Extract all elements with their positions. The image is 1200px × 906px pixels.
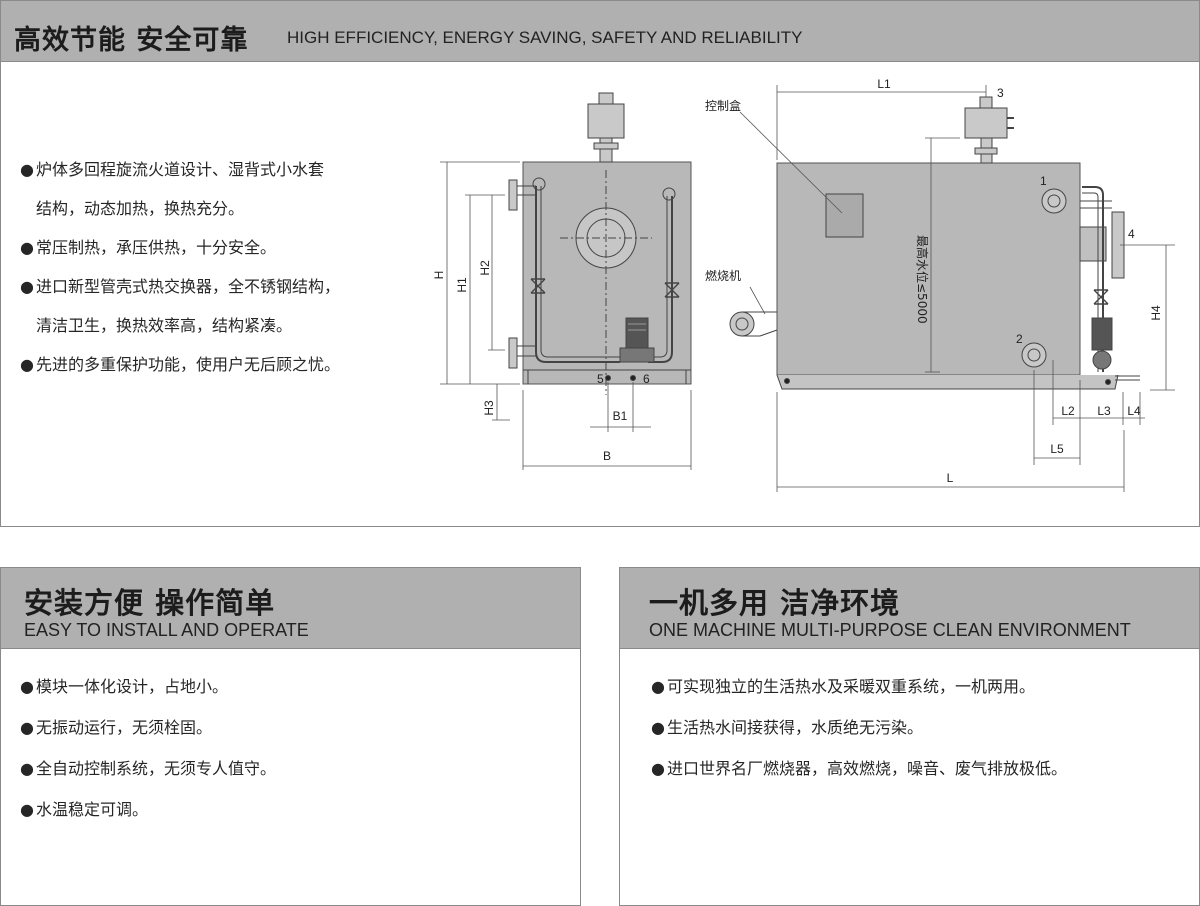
dim-label-B1: B1	[613, 409, 628, 423]
section-2-title-zh: 安装方便 操作简单	[24, 586, 276, 620]
port-6-label: 6	[643, 372, 650, 386]
side-pump	[1091, 317, 1113, 351]
bullet-dot-icon: ●	[20, 800, 34, 819]
bullet-dot-icon: ●	[20, 160, 34, 179]
dim-label-H3: H3	[482, 400, 496, 416]
boiler-technical-drawing: H H1 H2 H3 B B1 5 6	[432, 77, 1175, 492]
dim-label-H2: H2	[478, 260, 492, 276]
side-valve-icon	[1093, 289, 1109, 305]
left-flange-bottom	[508, 337, 518, 369]
bullet-dot-icon: ●	[20, 677, 34, 696]
bullet-dot-icon: ●	[20, 238, 34, 257]
dim-label-B: B	[603, 449, 611, 463]
side-port-1	[1041, 188, 1067, 214]
skid-bolt-right	[1105, 379, 1111, 385]
list-item: ●可实现独立的生活热水及采暖双重系统，一机两用。	[651, 666, 1191, 707]
port-4-label: 4	[1128, 227, 1135, 241]
section-1-title-en: HIGH EFFICIENCY, ENERGY SAVING, SAFETY A…	[287, 28, 803, 47]
control-box	[825, 193, 864, 238]
list-item: ●常压制热，承压供热，十分安全。	[20, 228, 410, 267]
side-view-dimensions	[776, 85, 1175, 492]
bullet-dot-icon: ●	[651, 677, 665, 696]
section-1-title-zh: 高效节能 安全可靠	[14, 25, 249, 56]
left-flange-top	[508, 179, 518, 211]
left-pipe-elbow	[532, 177, 546, 191]
list-item: ●炉体多回程旋流火道设计、湿背式小水套	[20, 150, 410, 189]
list-item: ●无振动运行，无须栓固。	[20, 707, 560, 748]
list-item: ●进口世界名厂燃烧器，高效燃烧，噪音、废气排放极低。	[651, 748, 1191, 789]
control-box-label: 控制盒	[705, 98, 741, 113]
dim-label-H1: H1	[455, 277, 469, 293]
exchanger-pipe	[1082, 186, 1104, 372]
section-1-header	[1, 1, 1199, 62]
dim-label-H: H	[432, 271, 446, 280]
max-water-level-label: 最高水位≤5000	[915, 235, 930, 324]
bullet-dot-icon: ●	[20, 355, 34, 374]
bullet-dot-icon: ●	[20, 277, 34, 296]
right-pipe-inner	[648, 196, 668, 358]
skid-bolt-left	[784, 378, 790, 384]
list-item: ●先进的多重保护功能，使用户无后顾之忧。	[20, 345, 410, 384]
pump-motor	[625, 317, 649, 349]
boiler-side-view	[729, 96, 1140, 390]
right-pipe-elbow	[662, 187, 676, 201]
dim-label-L3: L3	[1097, 404, 1111, 418]
bullet-dot-icon: ●	[651, 759, 665, 778]
top-box-3	[964, 107, 1008, 139]
port-6-dot	[630, 375, 636, 381]
list-item: ●水温稳定可调。	[20, 789, 560, 830]
bullet-dot-icon: ●	[651, 718, 665, 737]
port-2-label: 2	[1016, 332, 1023, 346]
port-3-label: 3	[997, 86, 1004, 100]
top-stem	[599, 137, 613, 163]
side-port-2	[1021, 342, 1047, 368]
dim-label-L2: L2	[1061, 404, 1075, 418]
right-pipe	[648, 196, 673, 363]
section-2-bullets: ●模块一体化设计，占地小。 ●无振动运行，无须栓固。 ●全自动控制系统，无须专人…	[20, 666, 560, 830]
top-cap	[598, 92, 614, 105]
port-5-dot	[605, 375, 611, 381]
list-item: ●进口新型管壳式热交换器，全不锈钢结构，	[20, 267, 410, 306]
boiler-front-view	[508, 92, 692, 395]
bullet-dot-icon: ●	[20, 759, 34, 778]
top-control-box	[587, 103, 625, 139]
list-item: ●生活热水间接获得，水质绝无污染。	[651, 707, 1191, 748]
right-valve-icon	[664, 282, 680, 298]
front-view-dimensions	[440, 161, 692, 470]
dim-label-H4: H4	[1149, 305, 1163, 321]
section-1-bullets: ●炉体多回程旋流火道设计、湿背式小水套 结构，动态加热，换热充分。 ●常压制热，…	[20, 150, 410, 384]
dim-label-L: L	[947, 471, 954, 485]
port-1-label: 1	[1040, 174, 1047, 188]
pump-base	[619, 347, 655, 363]
left-pipe	[535, 186, 620, 363]
left-pipe-inner	[540, 186, 620, 358]
port-5-label: 5	[597, 372, 604, 386]
burner-label: 燃烧机	[705, 268, 741, 283]
left-valve-icon	[530, 278, 546, 294]
list-item: 结构，动态加热，换热充分。	[36, 199, 245, 218]
section-2-title-en: EASY TO INSTALL AND OPERATE	[24, 620, 309, 640]
section-3-title-zh: 一机多用 洁净环境	[649, 586, 901, 620]
side-view-skid	[776, 374, 1119, 390]
section-2-header	[1, 568, 580, 649]
burner-icon	[729, 311, 755, 337]
list-item: ●全自动控制系统，无须专人值守。	[20, 748, 560, 789]
bullet-dot-icon: ●	[20, 718, 34, 737]
dim-label-L4: L4	[1127, 404, 1141, 418]
list-item: 清洁卫生，换热效率高，结构紧凑。	[36, 316, 293, 335]
dim-label-L5: L5	[1050, 442, 1064, 456]
dim-label-L1: L1	[877, 77, 891, 91]
heat-exchanger	[1079, 226, 1107, 262]
top-flange	[593, 142, 619, 150]
list-item: ●模块一体化设计，占地小。	[20, 666, 560, 707]
section-3-bullets: ●可实现独立的生活热水及采暖双重系统，一机两用。 ●生活热水间接获得，水质绝无污…	[651, 666, 1191, 789]
section-3-header	[620, 568, 1199, 649]
section-3-title-en: ONE MACHINE MULTI-PURPOSE CLEAN ENVIRONM…	[649, 620, 1131, 640]
front-view-body	[522, 161, 692, 385]
